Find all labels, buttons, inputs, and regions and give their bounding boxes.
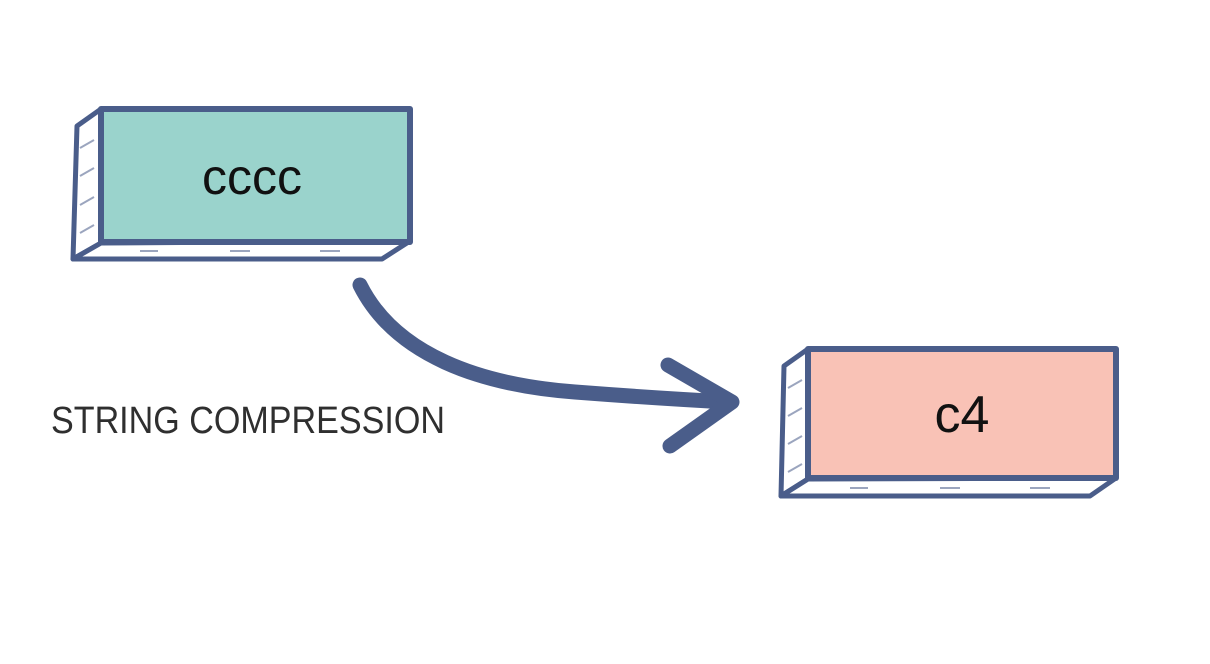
output-box-front-face (805, 346, 1119, 481)
input-box-front-face (98, 106, 413, 245)
output-box-hatching (787, 379, 1050, 489)
diagram-caption: STRING COMPRESSION (51, 400, 445, 442)
compression-arrow (352, 277, 740, 454)
output-box: c4 (778, 346, 1119, 499)
output-box-label: c4 (935, 386, 990, 444)
output-box-side-face (778, 346, 811, 499)
input-box-label: cccc (202, 149, 302, 205)
input-box: cccc (70, 106, 413, 262)
arrow-head (660, 357, 740, 454)
input-box-side-face (70, 106, 104, 262)
arrow-shaft (352, 277, 736, 410)
input-box-hatching (79, 139, 340, 252)
